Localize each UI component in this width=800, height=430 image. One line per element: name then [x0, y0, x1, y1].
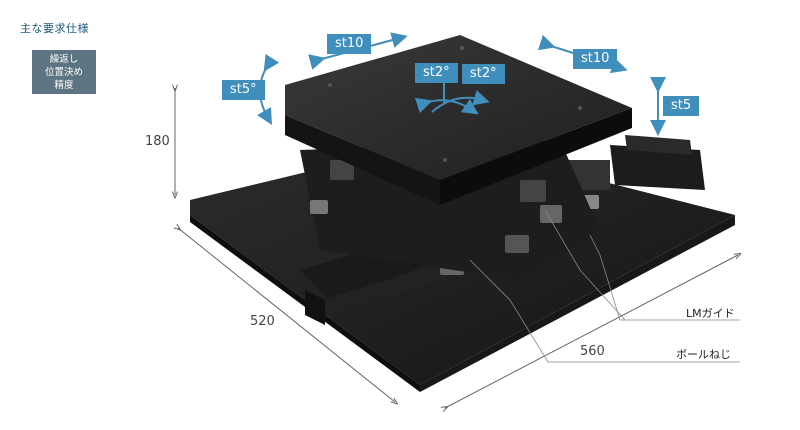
spec-badge-line-1: 繰返し [49, 54, 79, 65]
callout-lm-guide: LMガイド [686, 307, 735, 320]
label-st5: st5 [663, 96, 700, 116]
callout-ball-screw: ボールねじ [676, 348, 731, 361]
label-st2-deg-a: st2° [415, 63, 458, 83]
spec-badge-line-2: 位置決め [44, 67, 83, 78]
callout-leaders [469, 209, 740, 363]
dim-height: 180 [145, 134, 170, 149]
spec-heading: 主な要求仕様 [20, 22, 89, 35]
label-st5-deg: st5° [222, 80, 265, 100]
dim-depth: 520 [250, 314, 275, 329]
spec-badge-line-3: 精度 [54, 80, 74, 91]
spec-badge: 繰返し 位置決め 精度 [32, 50, 96, 94]
label-st10-right: st10 [573, 49, 618, 69]
dimension-lines [175, 88, 738, 408]
label-st2-deg-b: st2° [462, 64, 505, 84]
label-st10-left: st10 [327, 34, 372, 54]
dim-width: 560 [580, 344, 605, 359]
